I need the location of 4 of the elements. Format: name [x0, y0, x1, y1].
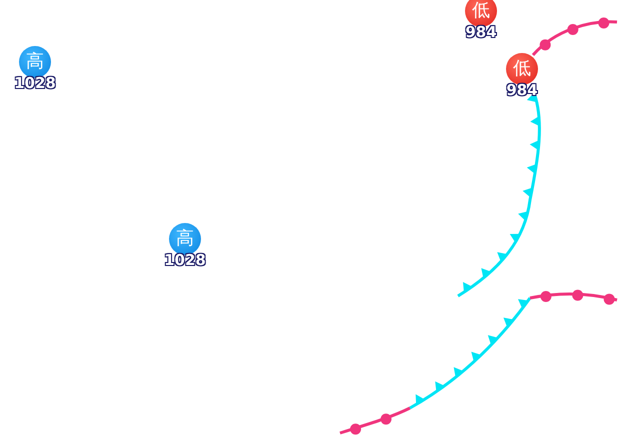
pressure-value: 984 [506, 82, 538, 98]
pressure-value: 1028 [14, 75, 56, 91]
pressure-value: 1028 [164, 252, 206, 268]
pressure-value: 984 [465, 24, 497, 40]
